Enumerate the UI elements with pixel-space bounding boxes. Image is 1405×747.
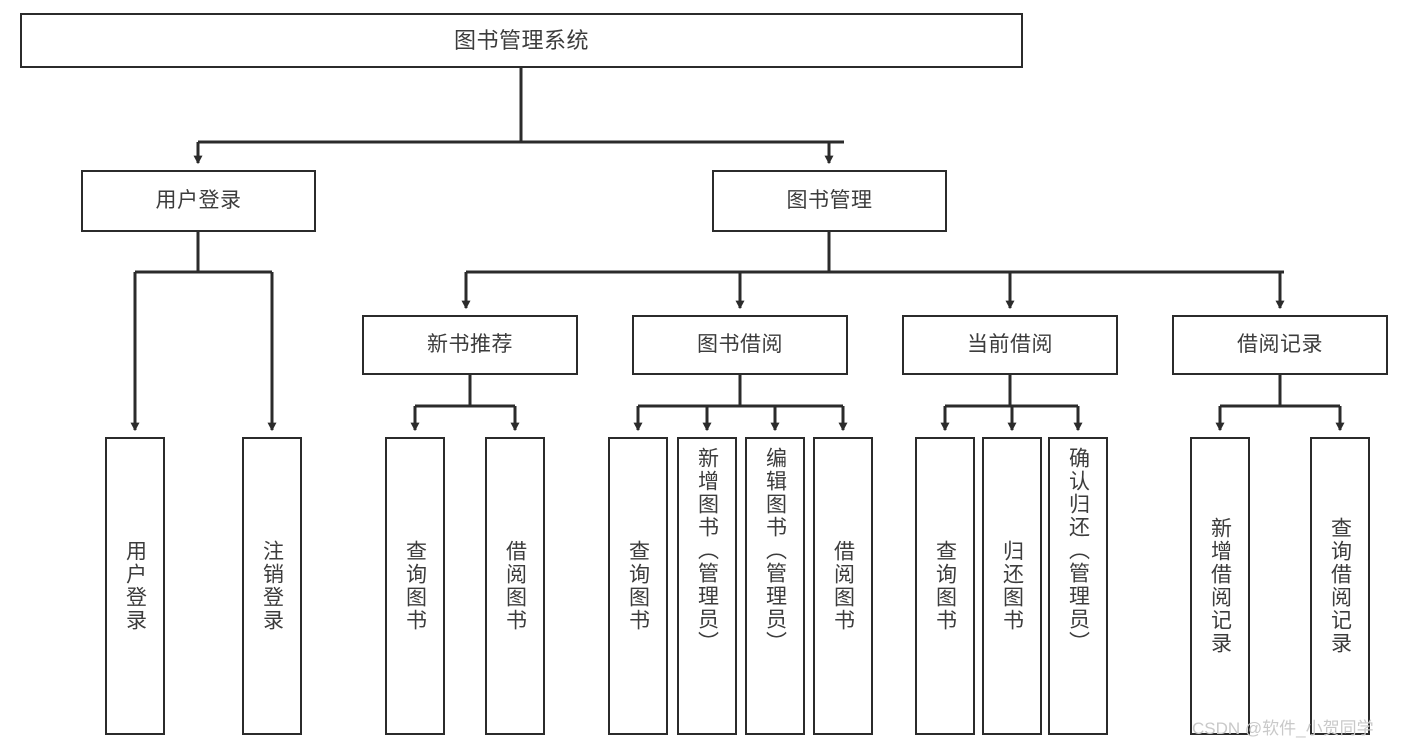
node-new-book-recommend-label: 新书推荐 xyxy=(427,332,513,356)
node-user-login[interactable]: 用户登录 xyxy=(81,170,316,232)
node-leaf-query-book-current-label: 查询图书 xyxy=(933,540,957,632)
node-leaf-borrow-book-recommend-label: 借阅图书 xyxy=(503,540,527,632)
node-leaf-borrow-book-recommend[interactable]: 借阅图书 xyxy=(485,437,545,735)
node-user-login-label: 用户登录 xyxy=(155,188,242,212)
watermark-credit: CSDN @软件_小贺同学 xyxy=(1192,719,1374,738)
node-current-borrow-label: 当前借阅 xyxy=(967,332,1053,356)
node-current-borrow[interactable]: 当前借阅 xyxy=(902,315,1118,375)
node-leaf-user-logout[interactable]: 注销登录 xyxy=(242,437,302,735)
node-root-system[interactable]: 图书管理系统 xyxy=(20,13,1023,68)
node-leaf-query-borrow-record-label: 查询借阅记录 xyxy=(1328,517,1352,655)
connector-group-user-login xyxy=(130,232,277,432)
node-leaf-borrow-book-label: 借阅图书 xyxy=(831,540,855,632)
node-leaf-add-book[interactable]: 新增图书（管理员） xyxy=(677,437,737,735)
node-book-borrow[interactable]: 图书借阅 xyxy=(632,315,848,375)
node-new-book-recommend[interactable]: 新书推荐 xyxy=(362,315,578,375)
node-leaf-query-book-current[interactable]: 查询图书 xyxy=(915,437,975,735)
node-book-borrow-label: 图书借阅 xyxy=(697,332,783,356)
node-leaf-user-login[interactable]: 用户登录 xyxy=(105,437,165,735)
connector-group-book-manage xyxy=(461,232,1285,310)
node-borrow-record[interactable]: 借阅记录 xyxy=(1172,315,1388,375)
node-leaf-confirm-return[interactable]: 确认归还（管理员） xyxy=(1048,437,1108,735)
node-leaf-confirm-return-label: 确认归还（管理员） xyxy=(1066,447,1090,654)
node-leaf-query-book-recommend[interactable]: 查询图书 xyxy=(385,437,445,735)
node-leaf-query-book-borrow[interactable]: 查询图书 xyxy=(608,437,668,735)
node-leaf-add-borrow-record-label: 新增借阅记录 xyxy=(1208,517,1232,655)
node-leaf-add-book-label: 新增图书（管理员） xyxy=(695,447,719,654)
node-book-manage-label: 图书管理 xyxy=(786,188,873,212)
node-leaf-user-login-label: 用户登录 xyxy=(123,540,147,632)
node-leaf-return-book-label: 归还图书 xyxy=(1000,540,1024,632)
node-book-manage[interactable]: 图书管理 xyxy=(712,170,947,232)
node-leaf-borrow-book[interactable]: 借阅图书 xyxy=(813,437,873,735)
node-leaf-add-borrow-record[interactable]: 新增借阅记录 xyxy=(1190,437,1250,735)
node-leaf-edit-book-label: 编辑图书（管理员） xyxy=(763,447,787,654)
node-leaf-query-book-borrow-label: 查询图书 xyxy=(626,540,650,632)
node-root-label: 图书管理系统 xyxy=(453,27,589,53)
connector-group-current-borrow xyxy=(940,375,1083,432)
connector-group-borrow-record xyxy=(1215,375,1345,432)
node-leaf-user-logout-label: 注销登录 xyxy=(260,540,284,632)
node-borrow-record-label: 借阅记录 xyxy=(1237,332,1323,356)
connector-group-new-book-recommend xyxy=(410,375,520,432)
node-leaf-return-book[interactable]: 归还图书 xyxy=(982,437,1042,735)
node-leaf-query-book-recommend-label: 查询图书 xyxy=(403,540,427,632)
connector-group-book-borrow xyxy=(633,375,848,432)
node-leaf-query-borrow-record[interactable]: 查询借阅记录 xyxy=(1310,437,1370,735)
node-leaf-edit-book[interactable]: 编辑图书（管理员） xyxy=(745,437,805,735)
connector-group-root xyxy=(193,68,844,165)
